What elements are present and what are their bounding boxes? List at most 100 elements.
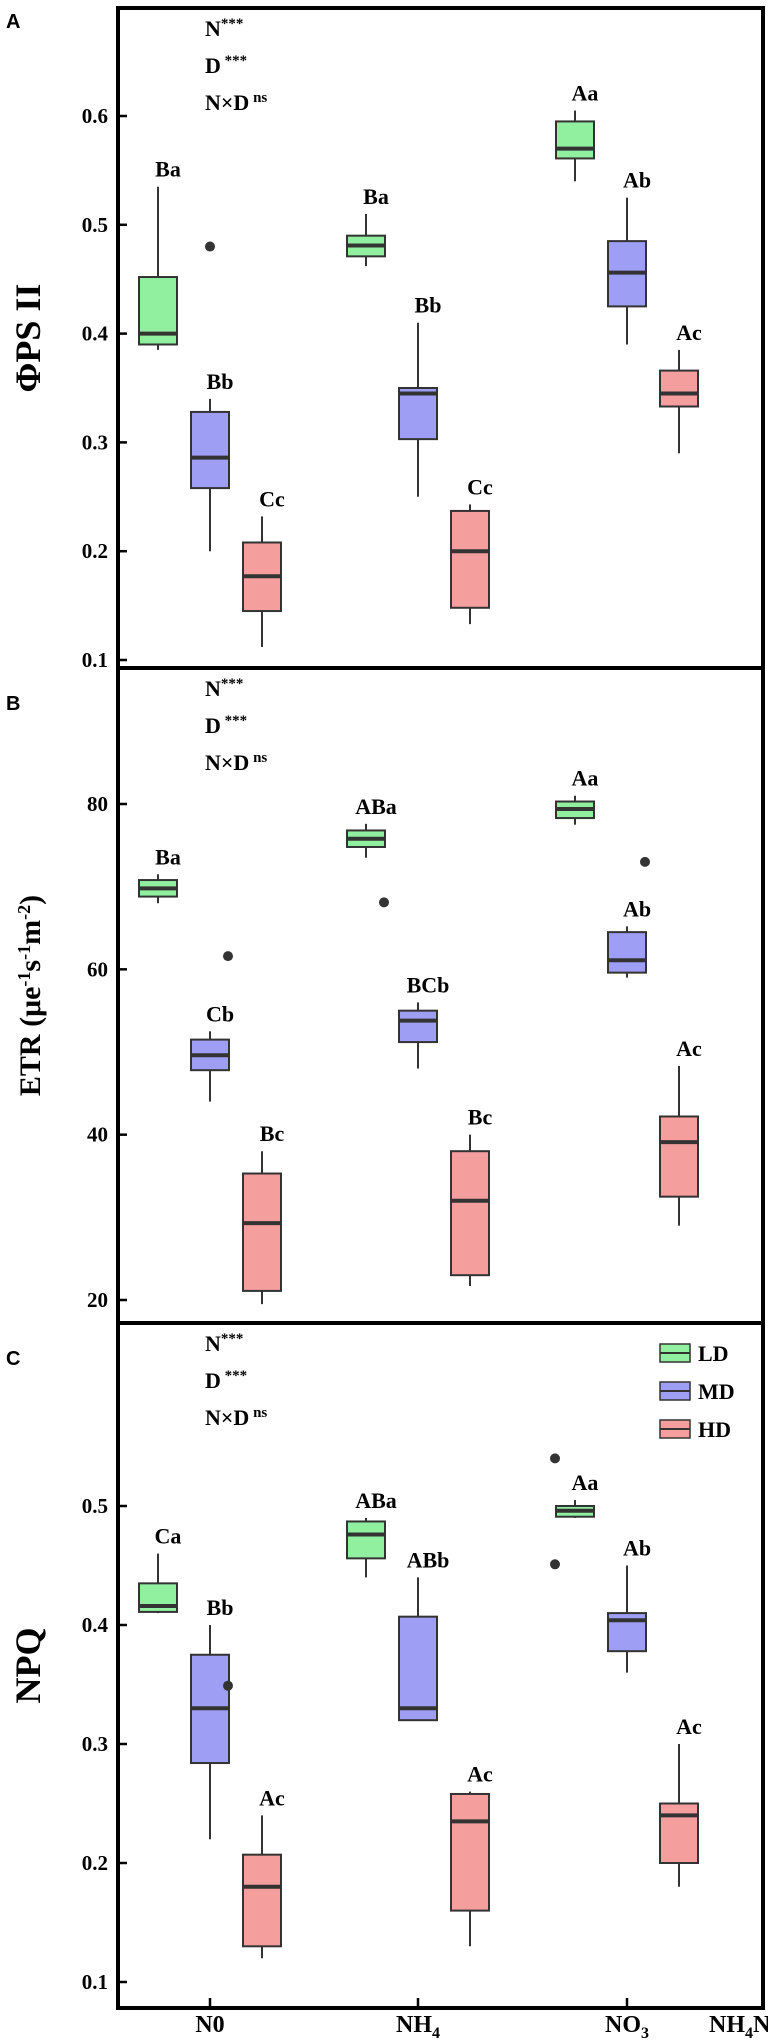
panel-letter: B (6, 693, 20, 715)
significance-label: Ab (623, 896, 651, 921)
box-hd-nh4: Cc (450, 474, 493, 625)
box-hd-n0: Bc (242, 1121, 284, 1305)
box (398, 1009, 438, 1044)
box (659, 1115, 699, 1198)
y-tick-label: 20 (87, 1288, 108, 1312)
y-tick-label: 0.3 (82, 1732, 108, 1756)
y-tick-label: 0.5 (82, 1494, 108, 1518)
box-md-no3: Ab (607, 856, 651, 978)
significance-label: Ac (676, 320, 702, 345)
outlier-point (205, 241, 215, 252)
box (346, 1520, 386, 1560)
y-tick-label: 40 (87, 1123, 108, 1147)
significance-label: Ac (676, 1036, 702, 1061)
outlier-point (640, 856, 650, 867)
significance-label: ABa (355, 794, 397, 819)
y-axis-label: ETR (μe-1s-1m-2) (14, 895, 47, 1096)
significance-label: Ab (623, 1536, 651, 1561)
y-tick-label: 0.1 (82, 648, 108, 672)
box-hd-no3: Ac (659, 1036, 702, 1226)
significance-label: Bb (415, 293, 442, 318)
legend-label-ld: LD (698, 1341, 729, 1366)
stat-line: D *** (205, 53, 247, 78)
box-hd-n0: Cc (242, 486, 285, 647)
outlier-point (550, 1453, 560, 1464)
outlier-point (379, 897, 389, 908)
significance-label: Ac (259, 1785, 285, 1810)
significance-label: Aa (572, 766, 599, 791)
stat-line: N×D ns (205, 90, 267, 115)
box-ld-n0: Ba (138, 157, 215, 350)
x-tick-label: NO3 (605, 2012, 649, 2040)
box-ld-nh4: Ba (346, 184, 389, 267)
box-ld-no3: Aa (555, 766, 599, 825)
y-tick-label: 0.2 (82, 539, 108, 563)
significance-label: Bc (468, 1105, 493, 1130)
significance-label: ABa (355, 1488, 397, 1513)
box-md-n0: Bb (190, 369, 233, 552)
box (450, 1792, 490, 1912)
y-tick-label: 0.3 (82, 430, 108, 454)
outlier-point (223, 951, 233, 962)
stat-line: N*** (205, 16, 243, 41)
box-hd-nh4: Bc (450, 1105, 493, 1286)
box-hd-no3: Ac (659, 1714, 702, 1887)
box-ld-nh4: ABa (346, 794, 397, 908)
x-tick-label: N0 (195, 2012, 224, 2038)
stat-line: N*** (205, 1331, 243, 1356)
y-tick-label: 0.4 (82, 1613, 109, 1637)
box (450, 1150, 490, 1277)
box-ld-n0: Ca (138, 1524, 182, 1614)
significance-label: Ba (363, 184, 389, 209)
significance-label: Ab (623, 168, 651, 193)
significance-label: Ac (676, 1714, 702, 1739)
box (659, 1802, 699, 1864)
box-ld-no3: Aa (555, 81, 598, 182)
x-tick-label: NH4 (396, 2012, 440, 2040)
significance-label: Cc (259, 486, 285, 511)
box (450, 509, 490, 609)
panel-letter: A (6, 11, 20, 33)
legend-label-md: MD (698, 1379, 735, 1404)
y-tick-label: 0.1 (82, 1970, 108, 1994)
box-md-no3: Ab (607, 168, 651, 345)
significance-label: BCb (407, 972, 450, 997)
box (242, 1853, 282, 1948)
y-tick-label: 60 (87, 957, 108, 981)
y-tick-label: 80 (87, 792, 108, 816)
significance-label: Ba (155, 844, 181, 869)
box-hd-n0: Ac (242, 1785, 285, 1959)
box (607, 931, 647, 974)
significance-label: Cb (206, 1001, 234, 1026)
outlier-point (550, 1559, 560, 1570)
box-md-n0: Bb (190, 1595, 233, 1840)
box-md-nh4: Bb (398, 293, 442, 497)
box-md-n0: Cb (190, 951, 234, 1102)
stat-line: D *** (205, 713, 247, 738)
box-ld-no3: Aa (550, 1453, 599, 1570)
legend: LD MD HD (659, 1341, 735, 1442)
stat-line: N*** (205, 676, 243, 701)
box-ld-n0: Ba (138, 844, 181, 904)
y-tick-label: 0.4 (82, 322, 109, 346)
legend-label-hd: HD (698, 1417, 731, 1442)
box-md-no3: Ab (607, 1536, 651, 1673)
box (659, 369, 699, 408)
box (190, 410, 230, 490)
significance-label: Ac (467, 1762, 493, 1787)
significance-label: Ca (155, 1524, 182, 1549)
significance-label: Cc (467, 474, 493, 499)
box-hd-no3: Ac (659, 320, 702, 454)
box (398, 387, 438, 441)
box (555, 120, 595, 160)
significance-label: ABb (407, 1547, 450, 1572)
plot-frame (116, 1321, 765, 2010)
box (398, 1615, 438, 1722)
panel-letter: C (6, 1348, 20, 1370)
y-tick-label: 0.6 (82, 104, 108, 128)
y-axis-label: NPQ (8, 1628, 48, 1704)
significance-label: Aa (572, 1470, 599, 1495)
